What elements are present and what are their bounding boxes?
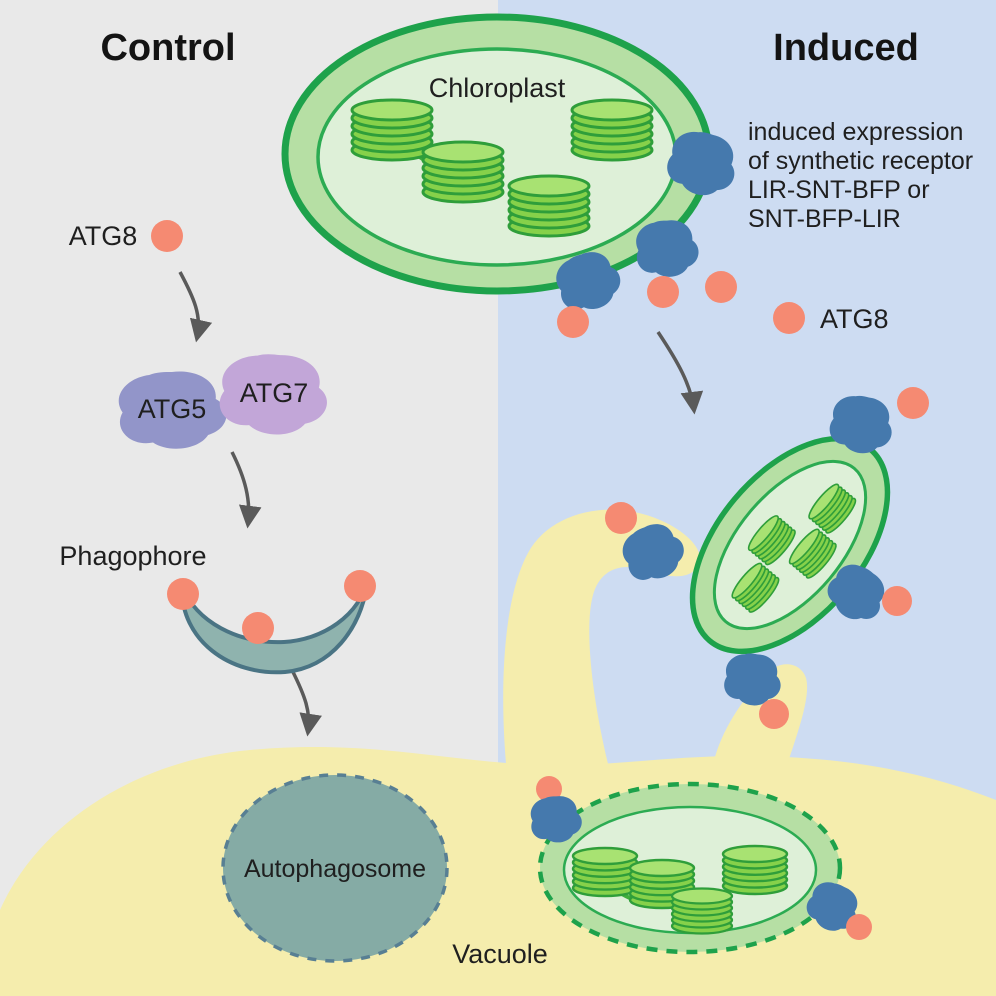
induced-expression-annotation: induced expression of synthetic receptor… xyxy=(748,118,973,233)
thylakoid-stack-icon xyxy=(570,98,654,162)
annotation-line-3: LIR-SNT-BFP or xyxy=(748,176,930,204)
atg8-circle-icon xyxy=(151,220,183,252)
atg8-circle-icon xyxy=(536,776,562,802)
chloroplast-in-vacuole xyxy=(537,781,843,955)
control-title: Control xyxy=(100,27,235,69)
chloroplast-label: Chloroplast xyxy=(429,73,566,103)
top-chloroplast: Chloroplast xyxy=(281,13,713,295)
thylakoid-stack-icon xyxy=(507,174,591,238)
atg8-circle-icon xyxy=(897,387,929,419)
phagophore-crescent xyxy=(167,570,376,675)
atg8-circle-icon xyxy=(557,306,589,338)
thylakoid-stack-icon xyxy=(670,887,734,935)
arrow-phagophore-to-autophagosome-icon xyxy=(290,669,322,737)
atg8-left-label: ATG8 xyxy=(69,221,138,251)
atg8-circle-icon xyxy=(605,502,637,534)
thylakoid-stack-icon xyxy=(571,846,639,898)
atg8-circle-icon xyxy=(647,276,679,308)
vacuole-label: Vacuole xyxy=(452,939,548,969)
annotation-line-4: SNT-BFP-LIR xyxy=(748,205,901,233)
induced-title: Induced xyxy=(773,27,919,69)
autophagosome: Autophagosome xyxy=(221,773,449,963)
thylakoid-stack-icon xyxy=(721,844,789,896)
arrow-atg8-to-atg5-icon xyxy=(178,271,213,343)
arrow-induced-chloroplast-icon xyxy=(656,331,704,415)
atg7-label: ATG7 xyxy=(240,378,309,408)
atg8-circle-icon xyxy=(242,612,274,644)
engulfing-phagophore-arm xyxy=(503,509,701,775)
annotation-line-2: of synthetic receptor xyxy=(748,147,973,175)
atg8-circle-icon xyxy=(759,699,789,729)
atg8-circle-icon xyxy=(882,586,912,616)
phagophore-label: Phagophore xyxy=(59,541,206,571)
atg8-circle-icon xyxy=(846,914,872,940)
atg8-circle-icon xyxy=(773,302,805,334)
autophagosome-label: Autophagosome xyxy=(244,855,426,883)
atg8-circle-icon xyxy=(344,570,376,602)
atg8-circle-icon xyxy=(167,578,199,610)
arrow-atg-to-phagophore-icon xyxy=(230,451,262,529)
thylakoid-stack-icon xyxy=(421,140,505,204)
atg5-label: ATG5 xyxy=(138,394,207,424)
atg8-circle-icon xyxy=(705,271,737,303)
annotation-line-1: induced expression xyxy=(748,118,963,146)
atg8-right-label: ATG8 xyxy=(820,304,889,334)
thylakoid-stack-icon xyxy=(350,98,434,162)
